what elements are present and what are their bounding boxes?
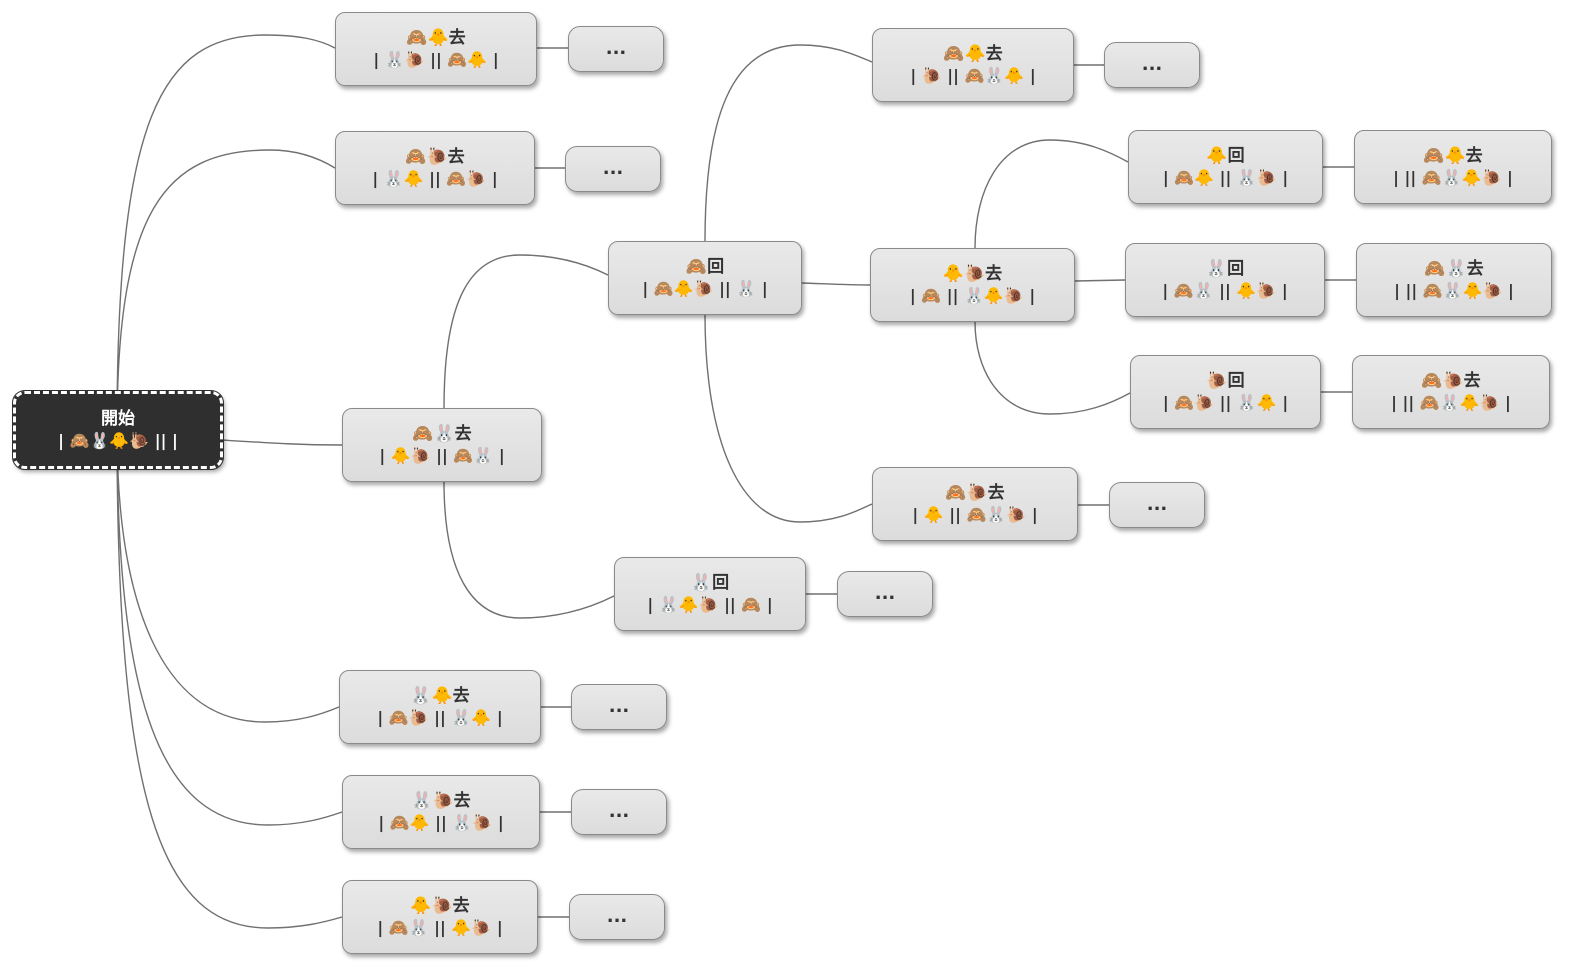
collapsed-more-node[interactable]: ...	[837, 571, 933, 617]
node-move-chick-snail[interactable]: 🐥🐌去 | 🙈🐰 || 🐥🐌 |	[342, 880, 538, 954]
node-title: 🙈🐌去	[945, 483, 1005, 503]
connector-line	[443, 254, 609, 409]
connector-line	[116, 34, 336, 431]
collapsed-more-node[interactable]: ...	[1104, 42, 1200, 88]
node-state: | 🙈 || 🐰🐥🐌 |	[909, 286, 1036, 305]
node-state: | || 🙈🐰🐥🐌 |	[1393, 168, 1513, 187]
more-label: ...	[1141, 54, 1163, 75]
node-move-monkey-snail[interactable]: 🙈🐌去 | 🐰🐥 || 🙈🐌 |	[335, 131, 535, 205]
node-final-monkey-rabbit[interactable]: 🙈🐰去 | || 🙈🐰🐥🐌 |	[1356, 243, 1552, 317]
node-state: | 🙈🐌 || 🐰🐥 |	[377, 708, 503, 727]
node-move-rabbit-chick[interactable]: 🐰🐥去 | 🙈🐌 || 🐰🐥 |	[339, 670, 541, 744]
node-title: 🙈🐰去	[412, 424, 472, 444]
node-title: 🐌回	[1206, 371, 1245, 391]
node-state: | 🐌 || 🙈🐰🐥 |	[910, 66, 1036, 85]
node-title: 🐰🐌去	[411, 791, 471, 811]
node-title: 🐥🐌去	[410, 896, 470, 916]
connector-line	[1074, 279, 1126, 282]
connector-line	[974, 321, 1131, 415]
connector-line	[116, 429, 343, 826]
connector-line	[116, 149, 336, 431]
node-state: | 🙈🐥 || 🐰🐌 |	[1162, 168, 1289, 187]
node-state: | 🙈🐰 || 🐥🐌 |	[1162, 281, 1288, 300]
node-move-chick-snail-2[interactable]: 🐥🐌去 | 🙈 || 🐰🐥🐌 |	[870, 248, 1075, 322]
root-state: | 🙈🐰🐥🐌 || |	[58, 431, 178, 450]
node-move-monkey-snail-2[interactable]: 🙈🐌去 | 🐥 || 🙈🐰🐌 |	[872, 467, 1078, 541]
collapsed-more-node[interactable]: ...	[571, 684, 667, 730]
node-state: | 🐥🐌 || 🙈🐰 |	[379, 446, 505, 465]
connector-line	[221, 439, 343, 446]
node-title: 🙈🐌去	[1421, 371, 1481, 391]
connector-line	[704, 314, 873, 523]
node-move-rabbit-snail[interactable]: 🐰🐌去 | 🙈🐥 || 🐰🐌 |	[342, 775, 540, 849]
connector-line	[116, 429, 340, 723]
more-label: ...	[602, 158, 624, 179]
node-return-rabbit-2[interactable]: 🐰回 | 🙈🐰 || 🐥🐌 |	[1125, 243, 1325, 317]
node-title: 🐰回	[690, 573, 730, 593]
node-state: | 🐰🐌 || 🙈🐥 |	[373, 50, 499, 69]
connector-line	[974, 139, 1129, 249]
node-move-monkey-chick-2[interactable]: 🙈🐥去 | 🐌 || 🙈🐰🐥 |	[872, 28, 1074, 102]
more-label: ...	[1146, 494, 1168, 515]
connector-line	[443, 481, 615, 619]
node-move-monkey-chick[interactable]: 🙈🐥去 | 🐰🐌 || 🙈🐥 |	[335, 12, 537, 86]
collapsed-more-node[interactable]: ...	[569, 894, 665, 940]
connector-line	[116, 429, 343, 929]
node-state: | || 🙈🐰🐥🐌 |	[1391, 393, 1511, 412]
root-title: 開始	[101, 409, 135, 429]
node-return-snail[interactable]: 🐌回 | 🙈🐌 || 🐰🐥 |	[1130, 355, 1321, 429]
collapsed-more-node[interactable]: ...	[568, 26, 664, 72]
more-label: ...	[608, 801, 630, 822]
collapsed-more-node[interactable]: ...	[571, 789, 667, 835]
node-title: 🙈🐥去	[406, 28, 466, 48]
node-title: 🙈🐥去	[943, 44, 1003, 64]
node-title: 🐰回	[1205, 259, 1245, 279]
more-label: ...	[605, 38, 627, 59]
root-node[interactable]: 開始 | 🙈🐰🐥🐌 || |	[12, 390, 224, 470]
collapsed-more-node[interactable]: ...	[565, 146, 661, 192]
node-final-monkey-chick[interactable]: 🙈🐥去 | || 🙈🐰🐥🐌 |	[1354, 130, 1552, 204]
node-return-monkey[interactable]: 🙈回 | 🙈🐥🐌 || 🐰 |	[608, 241, 802, 315]
node-final-monkey-snail[interactable]: 🙈🐌去 | || 🙈🐰🐥🐌 |	[1352, 355, 1550, 429]
node-state: | 🐰🐥🐌 || 🙈 |	[647, 595, 773, 614]
node-state: | 🙈🐥 || 🐰🐌 |	[378, 813, 504, 832]
connector-line	[704, 44, 873, 242]
node-state: | || 🙈🐰🐥🐌 |	[1394, 281, 1514, 300]
node-title: 🙈回	[685, 257, 725, 277]
node-state: | 🐥 || 🙈🐰🐌 |	[912, 505, 1038, 524]
node-title: 🙈🐌去	[405, 147, 465, 167]
node-state: | 🙈🐰 || 🐥🐌 |	[377, 918, 503, 937]
node-title: 🐰🐥去	[410, 686, 470, 706]
node-state: | 🙈🐥🐌 || 🐰 |	[642, 279, 768, 298]
node-title: 🙈🐥去	[1423, 146, 1483, 166]
more-label: ...	[606, 906, 628, 927]
node-move-monkey-rabbit[interactable]: 🙈🐰去 | 🐥🐌 || 🙈🐰 |	[342, 408, 542, 482]
node-return-chick[interactable]: 🐥回 | 🙈🐥 || 🐰🐌 |	[1128, 130, 1323, 204]
node-title: 🐥回	[1206, 146, 1245, 166]
more-label: ...	[608, 696, 630, 717]
connector-line	[801, 282, 871, 286]
collapsed-more-node[interactable]: ...	[1109, 482, 1205, 528]
more-label: ...	[874, 583, 896, 604]
node-title: 🙈🐰去	[1424, 259, 1484, 279]
node-title: 🐥🐌去	[942, 264, 1003, 284]
node-state: | 🙈🐌 || 🐰🐥 |	[1162, 393, 1289, 412]
node-return-rabbit[interactable]: 🐰回 | 🐰🐥🐌 || 🙈 |	[614, 557, 806, 631]
node-state: | 🐰🐥 || 🙈🐌 |	[372, 169, 498, 188]
